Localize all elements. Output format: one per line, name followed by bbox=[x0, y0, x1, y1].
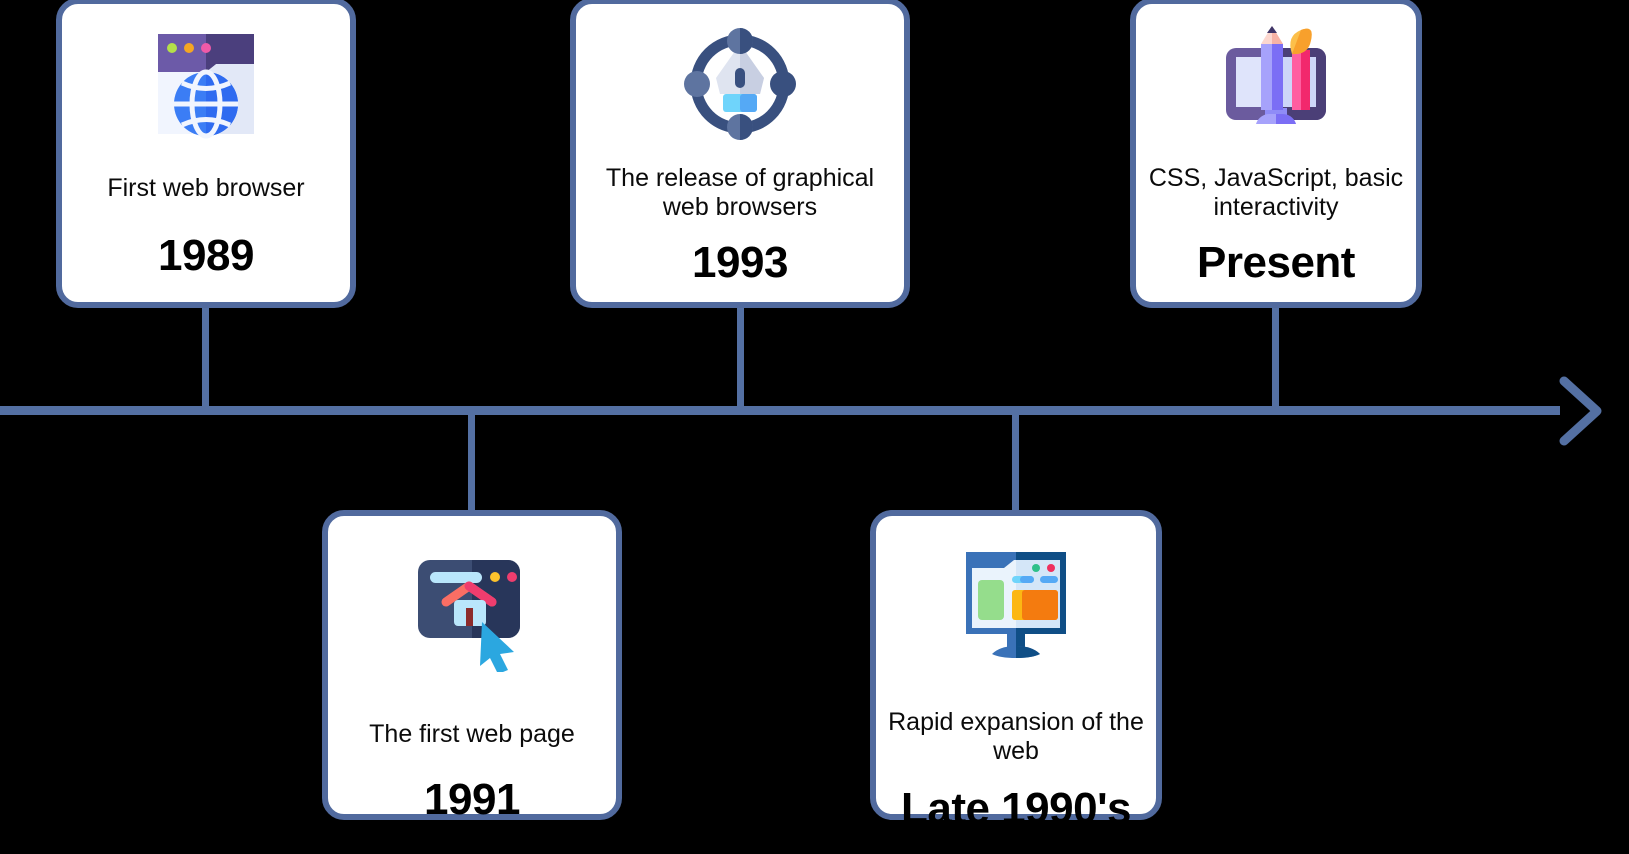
card-description: Rapid expansion of the web bbox=[888, 708, 1144, 765]
card-description: First web browser bbox=[107, 174, 305, 202]
connector-css-javascript bbox=[1272, 306, 1279, 410]
timeline-card-rapid-expansion[interactable]: Rapid expansion of the web Late 1990's bbox=[870, 510, 1162, 833]
monitor-pencil-brush-icon bbox=[1226, 26, 1326, 124]
timeline-card-first-web-page[interactable]: The first web page 1991 bbox=[322, 510, 622, 824]
monitor-layout-icon bbox=[966, 552, 1066, 658]
connector-first-web-page bbox=[468, 410, 475, 514]
pen-tool-anchor-icon bbox=[684, 28, 796, 140]
browser-globe-icon bbox=[158, 34, 254, 139]
card-date: Present bbox=[1197, 238, 1355, 287]
browser-home-cursor-icon bbox=[418, 560, 520, 672]
card-description: CSS, JavaScript, basic interactivity bbox=[1148, 164, 1404, 221]
card-date: 1989 bbox=[158, 231, 254, 280]
card-description: The first web page bbox=[369, 720, 575, 748]
timeline-card-css-javascript[interactable]: CSS, JavaScript, basic interactivity Pre… bbox=[1130, 0, 1422, 308]
card-date: Late 1990's bbox=[900, 784, 1132, 833]
card-date: 1991 bbox=[424, 775, 520, 824]
timeline-card-first-web-browser[interactable]: First web browser 1989 bbox=[56, 0, 356, 308]
timeline-arrow-icon bbox=[1559, 376, 1602, 446]
connector-rapid-expansion bbox=[1012, 410, 1019, 514]
connector-graphical-web-browsers bbox=[737, 306, 744, 410]
timeline-card-graphical-web-browsers[interactable]: The release of graphical web browsers 19… bbox=[570, 0, 910, 308]
timeline-axis-line bbox=[0, 406, 1560, 415]
card-date: 1993 bbox=[692, 238, 788, 287]
card-description: The release of graphical web browsers bbox=[605, 164, 875, 221]
connector-first-web-browser bbox=[202, 306, 209, 410]
